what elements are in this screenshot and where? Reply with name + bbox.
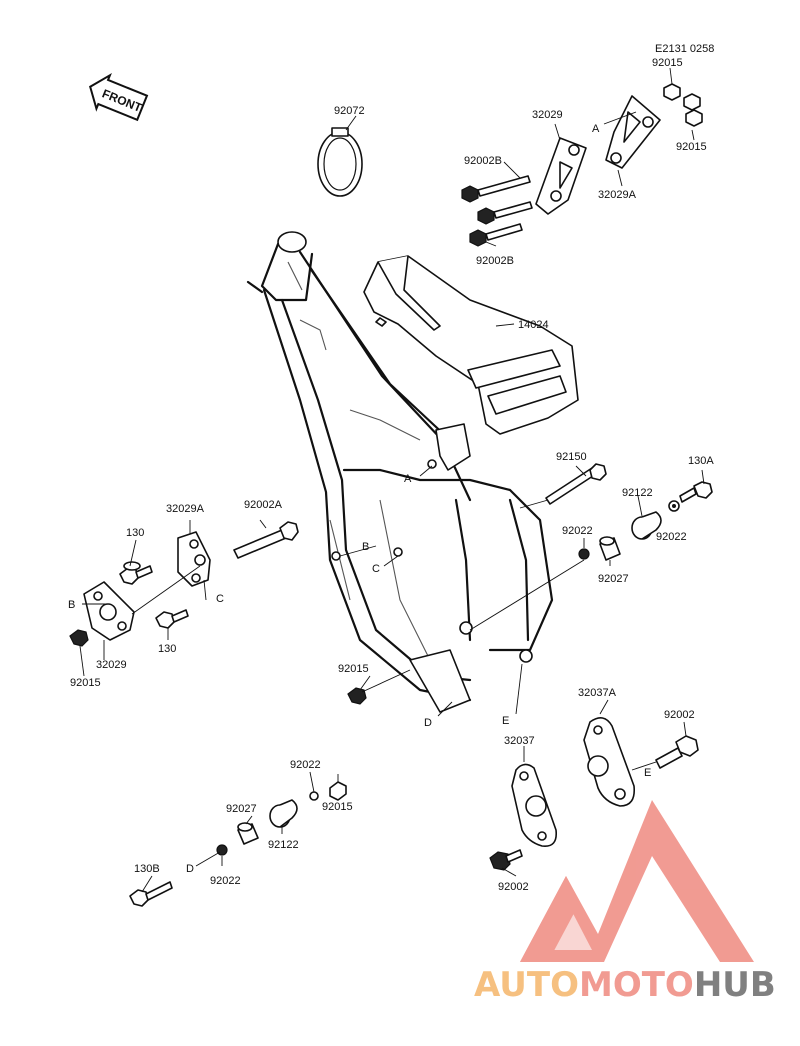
part-label: 92022 <box>290 759 321 771</box>
motorcycle-frame <box>246 231 554 717</box>
watermark-logo-icon <box>520 800 754 962</box>
bracket-32029a-left <box>177 531 211 587</box>
connection-letter: A <box>404 473 412 485</box>
nut-92015-left <box>69 629 89 647</box>
band-92072 <box>317 115 363 197</box>
plate-32037a <box>583 717 636 807</box>
connection-letter: D <box>424 717 432 729</box>
part-label: 92150 <box>556 451 587 463</box>
part-label: 130A <box>688 455 714 467</box>
bracket-32029-left <box>83 581 135 641</box>
part-label: 92002A <box>244 499 283 511</box>
bolt-92002b-mid <box>477 201 533 225</box>
bolt-92002a <box>233 521 299 559</box>
part-label: 92015 <box>676 141 707 153</box>
bolt-92150 <box>545 463 607 505</box>
part-label: 32029 <box>532 109 563 121</box>
part-label: 92015 <box>338 663 369 675</box>
connection-letter: D <box>186 863 194 875</box>
connection-letter: E <box>644 767 651 779</box>
part-label: 32037 <box>504 735 535 747</box>
washer-92022-b1 <box>309 791 319 801</box>
connection-letter: C <box>372 563 380 575</box>
part-label: 92015 <box>322 801 353 813</box>
watermark-text: AUTOMOTOHUB <box>474 965 776 1005</box>
connection-letter: A <box>592 123 600 135</box>
bolt-130a <box>679 481 713 503</box>
nut-92015-mid <box>347 669 411 705</box>
lower-left-parts <box>129 771 347 907</box>
part-label: 92122 <box>622 487 653 499</box>
watermark: AUTOMOTOHUB <box>474 800 776 1005</box>
chain-guide-14024 <box>363 255 579 435</box>
connection-letter: B <box>362 541 369 553</box>
plate-32037 <box>511 763 558 847</box>
part-label: 92022 <box>562 525 593 537</box>
part-label: 92002B <box>464 155 502 167</box>
part-label: 92015 <box>652 57 683 69</box>
washer-92022-b2 <box>216 844 228 856</box>
connection-letter: C <box>216 593 224 605</box>
bolt-92002-bottom <box>489 849 523 871</box>
lower-right-parts <box>489 699 699 877</box>
nut-92015-top1 <box>663 83 681 101</box>
left-mount-parts <box>69 519 299 677</box>
sleeve-92027-right <box>599 536 621 561</box>
watermark-word-hub: HUB <box>694 965 776 1005</box>
watermark-word-moto: MOTO <box>579 965 694 1005</box>
bolt-130-upper <box>119 561 153 585</box>
part-label: 32037A <box>578 687 617 699</box>
collar-92122-bottom <box>269 799 298 828</box>
bolt-92002-right <box>655 735 699 769</box>
part-label: 32029A <box>598 189 637 201</box>
bolt-130b <box>129 881 173 907</box>
part-labels: 92015 32029 92015 92002B 32029A 92002B 9… <box>70 57 714 893</box>
part-label: 92002B <box>476 255 514 267</box>
part-label: 92022 <box>656 531 687 543</box>
part-label: 92002 <box>498 881 529 893</box>
part-label: 92022 <box>210 875 241 887</box>
collar-92122-right <box>631 511 662 540</box>
part-label: 130 <box>158 643 176 655</box>
part-label: 92027 <box>598 573 629 585</box>
connection-letters: A A B C B C D E E D <box>68 123 651 875</box>
part-label: 14024 <box>518 319 549 331</box>
nut-92015-b <box>329 781 347 801</box>
right-mount-parts <box>469 463 713 631</box>
washer-92022-r2 <box>578 548 590 560</box>
part-label: 130 <box>126 527 144 539</box>
part-label: 92002 <box>664 709 695 721</box>
part-label: 92027 <box>226 803 257 815</box>
nut-92015-top2 <box>683 93 701 111</box>
part-label: 92072 <box>334 105 365 117</box>
connection-letter: B <box>68 599 75 611</box>
watermark-word-auto: AUTO <box>474 965 579 1005</box>
part-label: 92122 <box>268 839 299 851</box>
bolt-92002b-1 <box>461 175 531 203</box>
top-bracket-assembly <box>461 67 703 247</box>
front-arrow-icon: FRONT <box>89 72 149 122</box>
part-label: 32029 <box>96 659 127 671</box>
part-label: 130B <box>134 863 160 875</box>
connection-letter: E <box>502 715 509 727</box>
sleeve-92027-bottom <box>237 822 259 845</box>
bolt-92002b-2 <box>469 223 523 247</box>
ref-code: E2131 0258 <box>655 43 714 55</box>
part-label: 32029A <box>166 503 205 515</box>
part-label: 92015 <box>70 677 101 689</box>
bolt-130-lower <box>155 609 189 629</box>
